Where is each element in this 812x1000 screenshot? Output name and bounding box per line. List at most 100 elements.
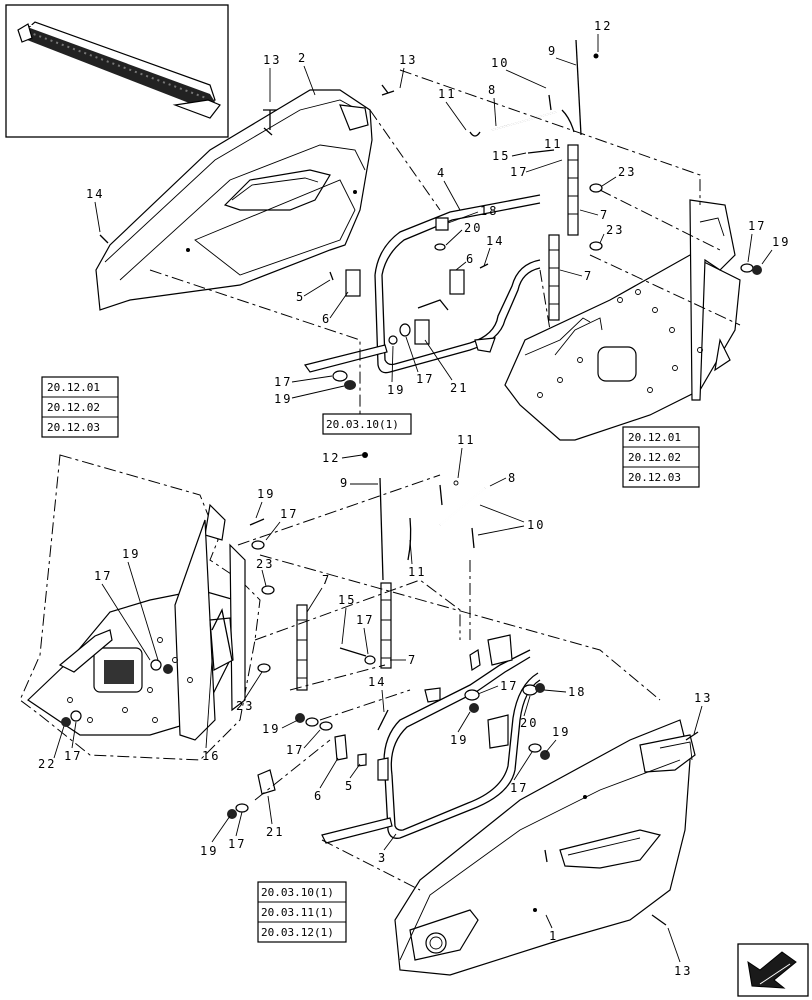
callout: 17 bbox=[228, 837, 246, 851]
callout: 17 bbox=[510, 165, 528, 179]
callout: 10 bbox=[491, 56, 509, 70]
callout: 23 bbox=[618, 165, 636, 179]
ref-label: 20.12.03 bbox=[628, 471, 681, 484]
callout: 20 bbox=[464, 221, 482, 235]
callout: 23 bbox=[256, 557, 274, 571]
callout: 19 bbox=[274, 392, 292, 406]
callout: 13 bbox=[694, 691, 712, 705]
ref-box-bottom[interactable]: 20.03.10(1) 20.03.11(1) 20.03.12(1) bbox=[257, 881, 347, 943]
previous-page-arrow-icon[interactable] bbox=[737, 943, 809, 997]
callout: 6 bbox=[314, 789, 323, 803]
ref-label: 20.03.10(1) bbox=[261, 886, 334, 899]
callout: 12 bbox=[322, 451, 340, 465]
callout: 14 bbox=[368, 675, 386, 689]
hardware-top bbox=[99, 53, 762, 390]
callout: 17 bbox=[274, 375, 292, 389]
callout: 11 bbox=[457, 433, 475, 447]
side-frame-bottom bbox=[19, 454, 261, 761]
callout: 4 bbox=[437, 166, 446, 180]
leader-lines-top bbox=[149, 69, 741, 420]
callout: 23 bbox=[606, 223, 624, 237]
callout: 21 bbox=[450, 381, 468, 395]
side-plate-top bbox=[504, 199, 741, 441]
callout: 6 bbox=[322, 312, 331, 326]
callout: 12 bbox=[594, 19, 612, 33]
rod-9-top bbox=[469, 39, 582, 137]
callout: 19 bbox=[200, 844, 218, 858]
leader-lines-bottom bbox=[237, 474, 661, 891]
callout: 20 bbox=[520, 716, 538, 730]
ref-label: 20.12.01 bbox=[628, 431, 681, 444]
callout: 11 bbox=[438, 87, 456, 101]
bracket-7-bottom bbox=[296, 582, 392, 691]
rod-9-bottom bbox=[362, 452, 486, 581]
header-thumbnail-icon bbox=[5, 4, 229, 138]
callout: 17 bbox=[748, 219, 766, 233]
ref-label: 20.12.02 bbox=[47, 401, 100, 414]
callout: 10 bbox=[527, 518, 545, 532]
callout: 17 bbox=[510, 781, 528, 795]
callout: 1 bbox=[549, 929, 558, 943]
ref-label: 20.12.02 bbox=[628, 451, 681, 464]
callout: 5 bbox=[345, 779, 354, 793]
callout: 7 bbox=[600, 208, 609, 222]
callout: 7 bbox=[408, 653, 417, 667]
callout: 19 bbox=[387, 383, 405, 397]
callout: 7 bbox=[322, 573, 331, 587]
callout: 22 bbox=[38, 757, 56, 771]
callouts-bottom: 12 9 11 8 10 11 19 17 23 7 19 17 15 17 7… bbox=[38, 433, 712, 978]
callout: 17 bbox=[286, 743, 304, 757]
callout: 18 bbox=[568, 685, 586, 699]
callout: 14 bbox=[486, 234, 504, 248]
callout: 17 bbox=[94, 569, 112, 583]
callout: 8 bbox=[508, 471, 517, 485]
frame-3 bbox=[321, 634, 541, 844]
ref-box-left[interactable]: 20.12.01 20.12.02 20.12.03 bbox=[41, 376, 119, 438]
shield-1 bbox=[394, 719, 696, 976]
callout: 14 bbox=[86, 187, 104, 201]
callout: 19 bbox=[262, 722, 280, 736]
callout: 11 bbox=[408, 565, 426, 579]
callout: 19 bbox=[122, 547, 140, 561]
callout: 19 bbox=[257, 487, 275, 501]
callout: 18 bbox=[480, 204, 498, 218]
callout: 5 bbox=[296, 290, 305, 304]
callout: 19 bbox=[552, 725, 570, 739]
ref-label: 20.03.12(1) bbox=[261, 926, 334, 939]
callout: 13 bbox=[674, 964, 692, 978]
callout: 17 bbox=[64, 749, 82, 763]
callout: 6 bbox=[466, 252, 475, 266]
callout: 17 bbox=[280, 507, 298, 521]
ref-label: 20.12.03 bbox=[47, 421, 100, 434]
bracket-7-top bbox=[548, 144, 579, 321]
shield-2 bbox=[95, 89, 373, 311]
callout: 19 bbox=[772, 235, 790, 249]
callout: 11 bbox=[544, 137, 562, 151]
ref-box-center[interactable]: 20.03.10(1) bbox=[322, 413, 412, 435]
callout: 19 bbox=[450, 733, 468, 747]
callout: 15 bbox=[492, 149, 510, 163]
ref-label: 20.03.10(1) bbox=[326, 418, 399, 431]
callout: 7 bbox=[584, 269, 593, 283]
callout: 13 bbox=[399, 53, 417, 67]
hardware-bottom bbox=[61, 518, 699, 926]
callout: 17 bbox=[416, 372, 434, 386]
ref-label: 20.12.01 bbox=[47, 381, 100, 394]
ref-label: 20.03.11(1) bbox=[261, 906, 334, 919]
callout: 15 bbox=[338, 593, 356, 607]
frame-4 bbox=[303, 194, 541, 374]
callout: 2 bbox=[298, 51, 307, 65]
callout: 21 bbox=[266, 825, 284, 839]
callout: 17 bbox=[500, 679, 518, 693]
callout: 17 bbox=[356, 613, 374, 627]
callout: 9 bbox=[340, 476, 349, 490]
ref-box-right[interactable]: 20.12.01 20.12.02 20.12.03 bbox=[622, 426, 700, 488]
callout: 9 bbox=[548, 44, 557, 58]
callouts-top: 12 9 10 13 2 13 11 8 11 15 17 23 4 18 20… bbox=[86, 19, 790, 406]
callout: 23 bbox=[236, 699, 254, 713]
callout: 13 bbox=[263, 53, 281, 67]
callout: 8 bbox=[488, 83, 497, 97]
callout: 3 bbox=[378, 851, 387, 865]
callout: 16 bbox=[202, 749, 220, 763]
